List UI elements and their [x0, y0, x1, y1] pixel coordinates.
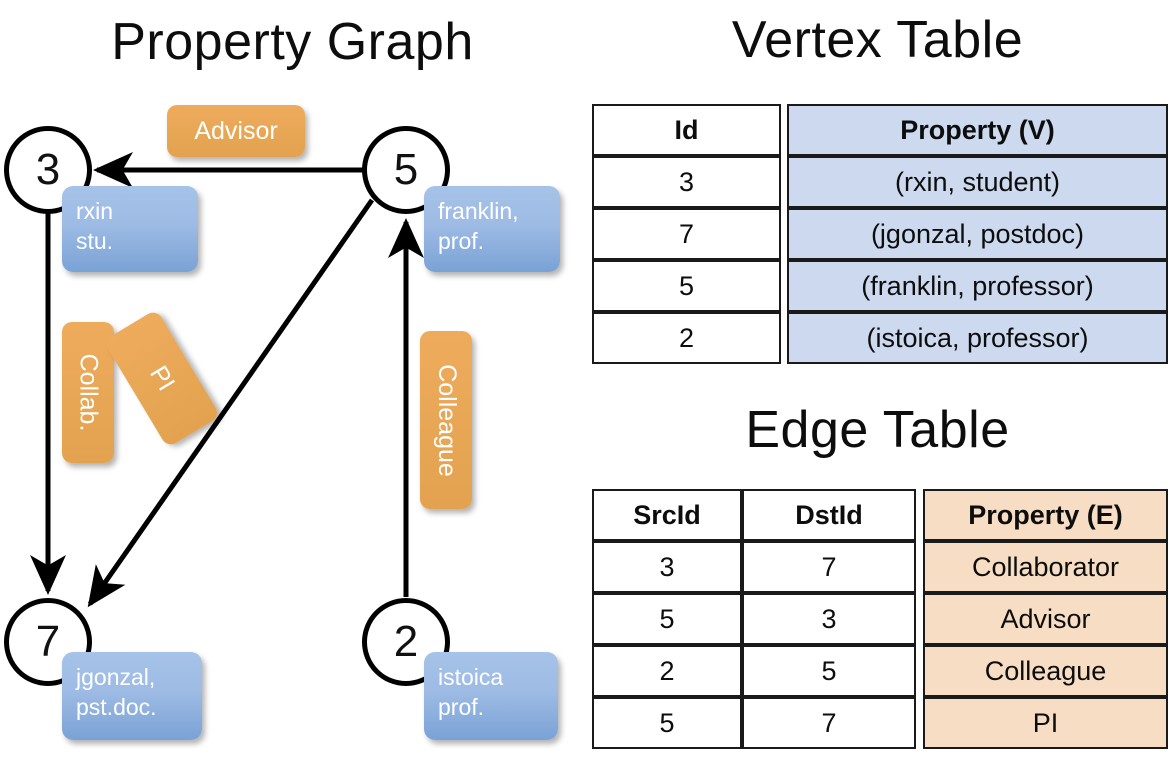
vertex-property-box-istoica: istoica prof. — [424, 652, 558, 740]
edge-label-advisor-text: Advisor — [194, 116, 278, 145]
table-column-gap — [916, 645, 923, 697]
edge-label-advisor: Advisor — [167, 105, 305, 157]
table-column-gap — [781, 156, 787, 208]
page-title-vertex-table: Vertex Table — [731, 11, 1024, 69]
vertex-table: Id Property (V) 3 (rxin, student) 7 (jgo… — [592, 104, 1168, 364]
table-column-gap — [916, 593, 923, 645]
vertex-property-role-istoica: prof. — [438, 694, 485, 720]
vertex-property-name-rxin: rxin — [76, 198, 114, 224]
table-column-gap — [916, 541, 923, 593]
edge-table-header-srcid: SrcId — [592, 489, 742, 541]
edge-table-header-dstid: DstId — [742, 489, 916, 541]
vertex-property-role-franklin: prof. — [438, 228, 485, 254]
edge-row-0-dstid: 7 — [742, 541, 916, 593]
table-row: 7 (jgonzal, postdoc) — [592, 208, 1168, 260]
table-row: 5 7 PI — [592, 697, 1168, 749]
edge-row-1-dstid: 3 — [742, 593, 916, 645]
graph-node-7-label: 7 — [35, 617, 61, 666]
edge-row-3-srcid: 5 — [592, 697, 742, 749]
page-title-property-graph: Property Graph — [111, 13, 474, 71]
table-column-gap — [781, 312, 787, 364]
edge-row-2-property: Colleague — [923, 645, 1168, 697]
page-title-edge-table: Edge Table — [745, 401, 1010, 459]
graph-node-2-label: 2 — [393, 617, 419, 666]
table-row: 5 (franklin, professor) — [592, 260, 1168, 312]
vertex-row-1-id: 7 — [592, 208, 781, 260]
vertex-property-role-rxin: stu. — [76, 228, 114, 254]
table-column-gap — [781, 104, 787, 156]
edge-label-collab-text: Collab. — [74, 353, 103, 432]
edge-label-collab: Collab. — [62, 322, 114, 463]
table-column-gap — [916, 489, 923, 541]
vertex-row-3-id: 2 — [592, 312, 781, 364]
table-row: 3 (rxin, student) — [592, 156, 1168, 208]
edge-label-pi-text: PI — [144, 360, 181, 396]
edge-table-header-row: SrcId DstId Property (E) — [592, 489, 1168, 541]
table-row: 5 3 Advisor — [592, 593, 1168, 645]
vertex-table-header-property: Property (V) — [787, 104, 1168, 156]
edge-row-3-property: PI — [923, 697, 1168, 749]
vertex-row-2-property: (franklin, professor) — [787, 260, 1168, 312]
edge-table: SrcId DstId Property (E) 3 7 Collaborato… — [592, 489, 1168, 749]
table-row: 3 7 Collaborator — [592, 541, 1168, 593]
vertex-row-3-property: (istoica, professor) — [787, 312, 1168, 364]
vertex-table-header-id: Id — [592, 104, 781, 156]
vertex-table-header-row: Id Property (V) — [592, 104, 1168, 156]
vertex-row-1-property: (jgonzal, postdoc) — [787, 208, 1168, 260]
table-column-gap — [781, 208, 787, 260]
edge-row-1-property: Advisor — [923, 593, 1168, 645]
vertex-row-0-property: (rxin, student) — [787, 156, 1168, 208]
graph-node-5-label: 5 — [393, 145, 419, 194]
edge-row-1-srcid: 5 — [592, 593, 742, 645]
vertex-row-2-id: 5 — [592, 260, 781, 312]
vertex-property-name-franklin: franklin, — [438, 198, 519, 224]
vertex-row-0-id: 3 — [592, 156, 781, 208]
edge-row-2-srcid: 2 — [592, 645, 742, 697]
edge-pi-5-to-7 — [87, 198, 375, 608]
property-graph-panel: Property Graph 3 5 7 2 rxin stu. frankli… — [4, 13, 560, 740]
edge-label-colleague-text: Colleague — [432, 363, 461, 477]
edge-table-header-property: Property (E) — [923, 489, 1168, 541]
table-row: 2 (istoica, professor) — [592, 312, 1168, 364]
edge-row-0-srcid: 3 — [592, 541, 742, 593]
edge-label-colleague: Colleague — [420, 331, 472, 509]
table-row: 2 5 Colleague — [592, 645, 1168, 697]
vertex-property-box-jgonzal: jgonzal, pst.doc. — [62, 652, 202, 740]
table-column-gap — [781, 260, 787, 312]
vertex-property-box-franklin: franklin, prof. — [424, 186, 560, 272]
graph-edges-svg — [29, 151, 425, 608]
table-column-gap — [916, 697, 923, 749]
edge-row-2-dstid: 5 — [742, 645, 916, 697]
vertex-property-name-jgonzal: jgonzal, — [76, 664, 156, 690]
vertex-property-name-istoica: istoica — [438, 664, 504, 690]
graph-node-2[interactable]: 2 — [362, 598, 450, 686]
graph-node-3-label: 3 — [35, 145, 61, 194]
edge-row-0-property: Collaborator — [923, 541, 1168, 593]
vertex-property-box-rxin: rxin stu. — [62, 186, 198, 272]
vertex-property-role-jgonzal: pst.doc. — [76, 694, 157, 720]
graph-node-5[interactable]: 5 — [362, 126, 450, 214]
edge-row-3-dstid: 7 — [742, 697, 916, 749]
